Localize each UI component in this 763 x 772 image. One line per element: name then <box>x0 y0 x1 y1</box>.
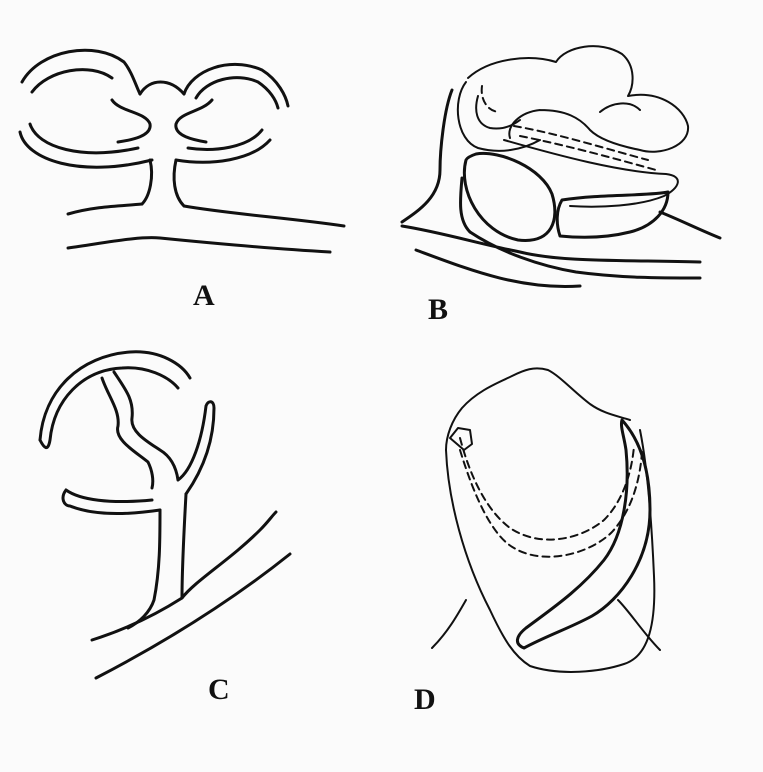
panel-label-b: B <box>428 295 448 325</box>
panel-label-c: C <box>208 675 230 705</box>
panel-label-a: A <box>193 281 215 311</box>
panel-b-base-lines <box>402 212 720 287</box>
panel-a-center-knobs <box>112 82 212 142</box>
panel-c-arc <box>40 352 190 448</box>
panel-c-branch <box>102 372 214 494</box>
panel-c-stem <box>128 494 276 628</box>
panel-label-d: D <box>414 685 436 715</box>
panel-a-right-arc <box>176 64 288 162</box>
panel-b-tooth-crown <box>468 46 688 152</box>
panel-c-base-lines <box>92 554 290 678</box>
panel-b-oval-left <box>464 153 554 240</box>
panel-b-drawing <box>402 46 720 286</box>
panel-d-crown <box>446 368 630 450</box>
panel-c-drawing <box>40 352 290 678</box>
panel-d-drawing <box>432 368 660 672</box>
panel-a-drawing <box>20 50 344 252</box>
panel-a-stems <box>142 160 184 206</box>
panel-b-side-stem <box>402 90 470 232</box>
panel-c-hook <box>63 490 160 513</box>
panel-b-upper-ring <box>458 82 540 151</box>
panel-d-neck-lines <box>432 600 660 650</box>
panel-a-base-lines <box>68 204 344 252</box>
panel-a-left-arc <box>20 50 152 167</box>
panel-b-oval-right <box>557 192 668 237</box>
